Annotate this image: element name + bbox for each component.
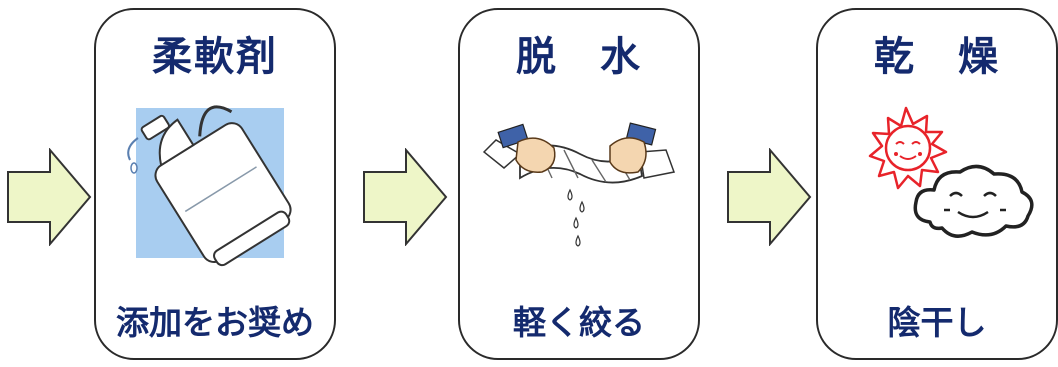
step-card-dry: 乾 燥 陰干し (816, 8, 1058, 360)
flow-arrow-1 (7, 148, 92, 246)
sun-icon (868, 106, 948, 190)
step-caption-softener: 添加をお奨め (116, 303, 314, 342)
cloud-icon (913, 164, 1034, 238)
flow-arrow-2 (363, 148, 448, 246)
step-caption-dry: 陰干し (887, 303, 987, 342)
step-title-spin: 脱 水 (516, 34, 642, 80)
step-title-softener: 柔軟剤 (152, 34, 278, 80)
step-card-spin: 脱 水 軽く絞る (458, 8, 700, 360)
flow-arrow-3 (727, 148, 812, 246)
sun-and-cloud-icon (868, 106, 1034, 238)
fabric-softener-bottle-icon (127, 105, 292, 267)
step-title-dry: 乾 燥 (874, 34, 1000, 80)
step-card-softener: 柔軟剤 添加をお奨め (94, 8, 336, 360)
wringing-towel-icon (482, 122, 676, 247)
step-caption-spin: 軽く絞る (513, 303, 645, 342)
